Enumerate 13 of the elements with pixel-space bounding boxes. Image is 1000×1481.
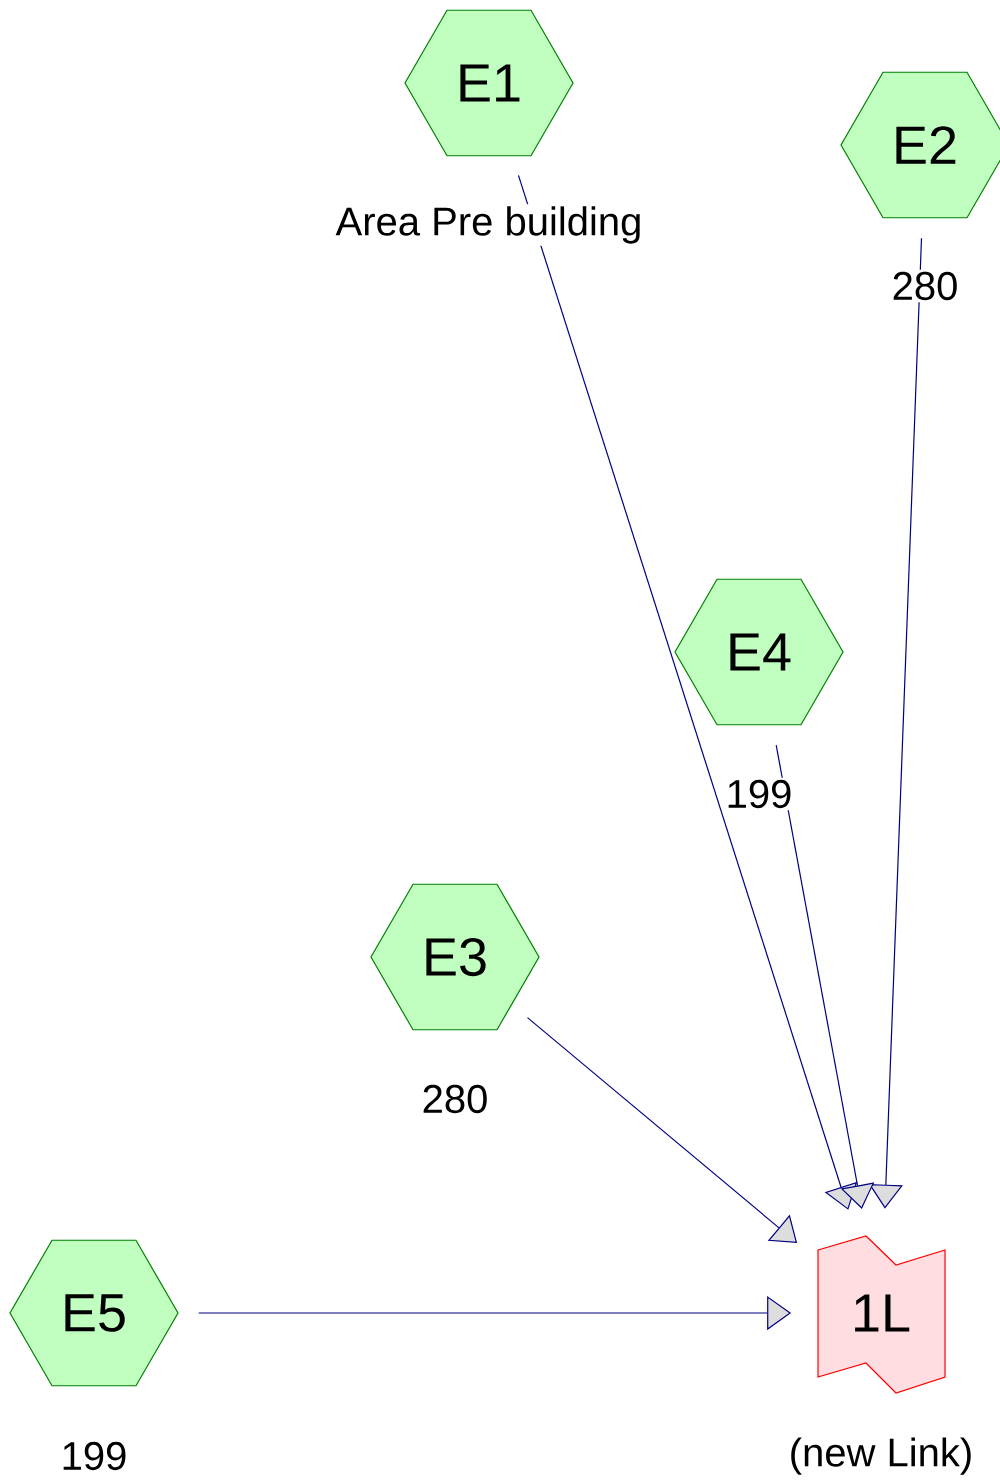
hexagon-node: E4 xyxy=(674,578,844,726)
hexagon-node: E5 xyxy=(9,1239,179,1387)
node-caption: 280 xyxy=(419,1082,491,1116)
arrow xyxy=(517,174,858,1210)
node-caption: 199 xyxy=(723,777,795,811)
node-caption: Area Pre building xyxy=(333,204,645,246)
node-caption: (new Link) xyxy=(786,1435,976,1477)
flag-node: 1L xyxy=(817,1235,946,1394)
node-caption: 280 xyxy=(889,269,961,303)
node-caption: 199 xyxy=(58,1439,130,1473)
hexagon-node: E1 xyxy=(404,9,574,157)
hexagon-node: E3 xyxy=(370,883,540,1031)
hexagon-node: E2 xyxy=(840,71,1000,219)
